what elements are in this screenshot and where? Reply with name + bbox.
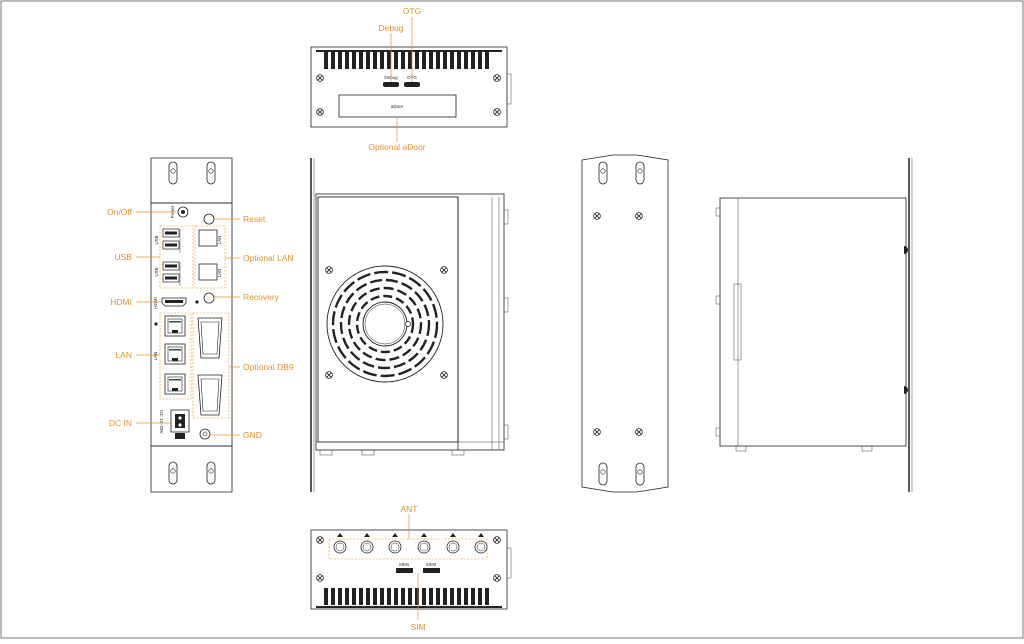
front-flange-bottom bbox=[150, 445, 233, 493]
callout-lan: LAN bbox=[115, 350, 132, 360]
optional-lan-highlight bbox=[194, 225, 226, 289]
callout-otg: OTG bbox=[403, 6, 421, 16]
optional-db9-highlight bbox=[192, 312, 230, 419]
bottom-view-fins bbox=[324, 588, 489, 605]
callout-sim: SIM bbox=[410, 622, 425, 632]
fan-grille bbox=[326, 265, 444, 383]
debug-port bbox=[383, 82, 399, 87]
adoor-text: aDoor bbox=[391, 104, 404, 109]
sim1-slot bbox=[396, 568, 413, 573]
front-flange-top bbox=[150, 157, 233, 204]
hdmi-text: HDMI bbox=[153, 297, 158, 309]
callout-ant: ANT bbox=[401, 504, 418, 514]
callout-dc-in: DC IN bbox=[109, 418, 132, 428]
bracket-view bbox=[581, 154, 669, 493]
callout-recovery: Recovery bbox=[243, 292, 280, 302]
callout-debug: Debug bbox=[378, 23, 403, 33]
callout-hdmi: HDMI bbox=[110, 297, 132, 307]
sim2-text: SIM2 bbox=[426, 562, 437, 567]
top-view-fins bbox=[324, 52, 489, 69]
callout-reset: Reset bbox=[243, 214, 266, 224]
callout-on-off: On/Off bbox=[107, 207, 133, 217]
sim2-slot bbox=[423, 568, 440, 573]
callout-optional-adoor: Optional aDoor bbox=[368, 142, 425, 152]
front-panel-callouts: On/Off Reset USB Optional LAN HDMI Recov… bbox=[107, 207, 294, 440]
callout-usb: USB bbox=[115, 252, 133, 262]
sim1-text: SIM1 bbox=[399, 562, 410, 567]
fan-side-view bbox=[310, 158, 509, 492]
top-view: Debug OTG aDoor bbox=[310, 46, 512, 128]
callout-gnd: GND bbox=[243, 430, 262, 440]
lan-text: LAN bbox=[153, 352, 158, 361]
callout-optional-lan: Optional LAN bbox=[243, 253, 294, 263]
optional-lan-text-1: LAN bbox=[217, 236, 222, 245]
recovery-button bbox=[203, 292, 215, 304]
right-side-view bbox=[715, 158, 913, 492]
callout-optional-db9: Optional DB9 bbox=[243, 362, 294, 372]
top-view-callouts: OTG Debug Optional aDoor bbox=[368, 6, 425, 152]
dc-rating-text: DC 12~28V bbox=[159, 410, 164, 433]
adoor-cover bbox=[338, 94, 457, 118]
antenna-highlight bbox=[328, 538, 488, 560]
gnd-screw bbox=[199, 428, 211, 440]
otg-port bbox=[404, 82, 420, 87]
bottom-view-callouts: ANT SIM bbox=[401, 504, 426, 632]
mounting-plate bbox=[581, 154, 669, 493]
front-panel-view: Power USB USB LAN LAN HDMI LAN bbox=[150, 157, 233, 493]
reset-button bbox=[203, 213, 215, 225]
right-chassis bbox=[719, 197, 907, 447]
dc-jack bbox=[170, 409, 190, 433]
lan-highlight bbox=[159, 312, 192, 400]
optional-lan-text-2: LAN bbox=[217, 269, 222, 278]
usb-text-1: USB bbox=[154, 235, 159, 244]
usb-text-2: USB bbox=[154, 267, 159, 276]
bottom-view: SIM1 SIM2 bbox=[310, 529, 512, 610]
